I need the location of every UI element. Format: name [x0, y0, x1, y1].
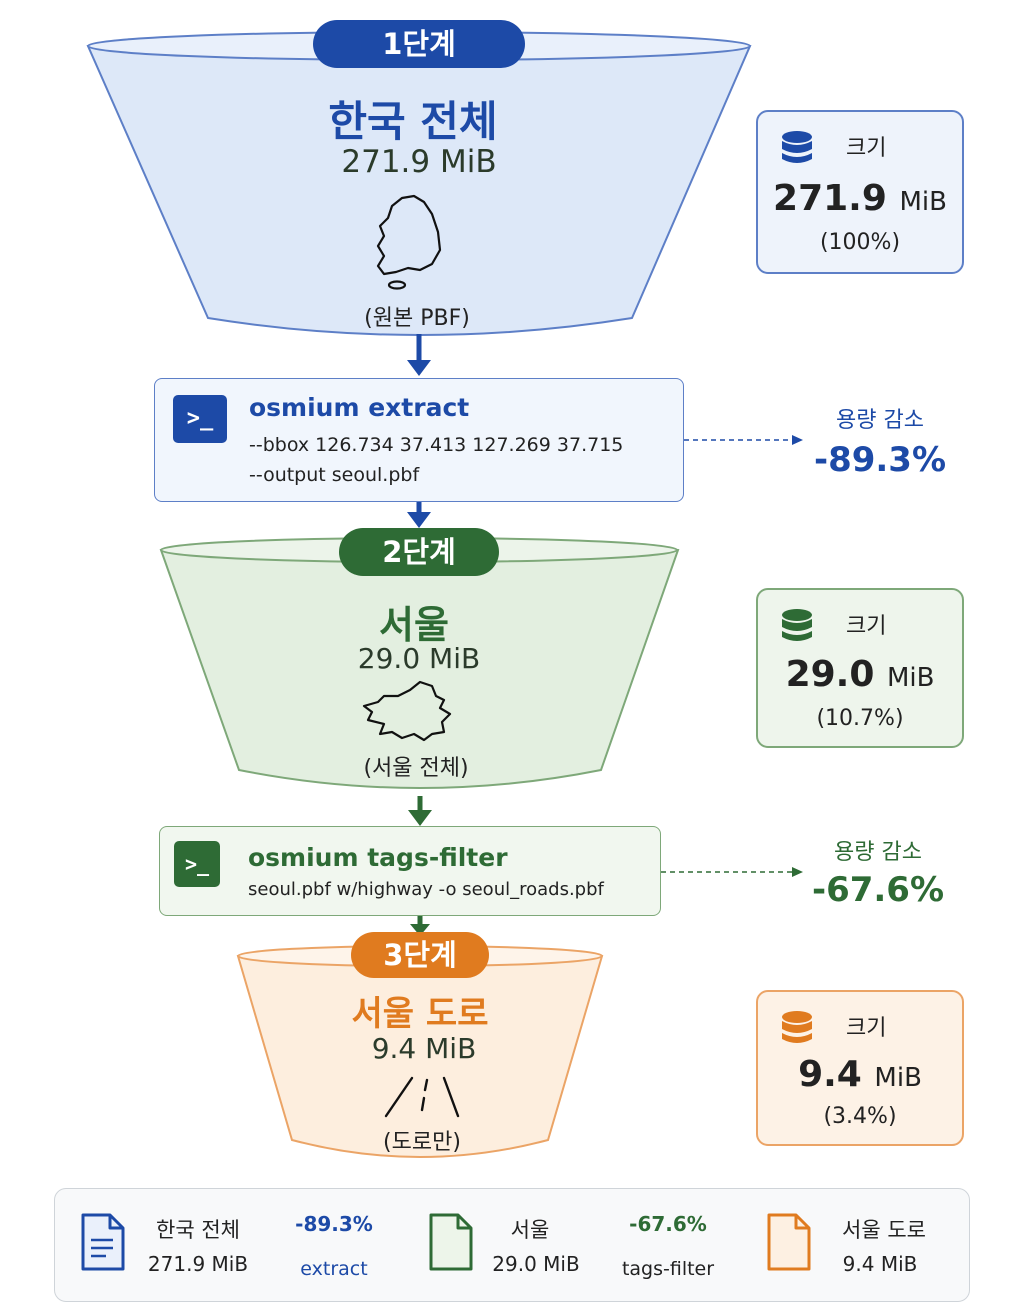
command-line-1: --bbox 126.734 37.413 127.269 37.715: [249, 434, 624, 456]
summary-step-2-percent: -67.6%: [629, 1212, 707, 1236]
size-unit: MiB: [886, 663, 935, 693]
summary-file-3-name: 서울 도로: [842, 1218, 926, 1242]
reduction-value-2: -67.6%: [811, 870, 945, 910]
size-value: 29.0 MiB: [758, 654, 962, 695]
summary-file-1-name: 한국 전체: [156, 1218, 240, 1242]
size-percent: (100%): [819, 230, 901, 255]
stage-3-size: 9.4 MiB: [371, 1032, 477, 1065]
flow-arrow-1: [407, 334, 431, 376]
document-icon: [767, 1213, 811, 1271]
size-number: 9.4: [798, 1054, 862, 1095]
size-box-stage-2: 크기 29.0 MiB (10.7%): [756, 588, 964, 748]
size-label: 크기: [846, 136, 887, 161]
terminal-icon: >_: [173, 395, 227, 443]
command-title: osmium tags-filter: [248, 843, 508, 872]
stage-3-caption: (도로만): [383, 1130, 461, 1155]
summary-bar: [54, 1188, 970, 1302]
road-icon: [384, 1076, 460, 1118]
database-icon: [782, 1011, 812, 1043]
size-number: 29.0: [785, 654, 875, 695]
stage-3-title: 서울 도로: [351, 994, 489, 1034]
size-label: 크기: [846, 614, 887, 639]
size-percent: (3.4%): [823, 1104, 897, 1129]
size-label: 크기: [846, 1016, 887, 1041]
seoul-map-icon: [362, 680, 452, 742]
stage-2-caption: (서울 전체): [363, 756, 469, 781]
terminal-icon: >_: [174, 841, 220, 887]
summary-file-3-size: 9.4 MiB: [842, 1252, 918, 1276]
stage-1-pill: 1단계: [313, 20, 525, 68]
command-title: osmium extract: [249, 393, 470, 422]
document-icon: [429, 1213, 473, 1271]
size-unit: MiB: [874, 1063, 922, 1093]
reduction-arrow-2: [661, 867, 803, 877]
size-value: 271.9 MiB: [758, 178, 962, 219]
flow-arrow-2: [407, 502, 431, 528]
stage-3-pill: 3단계: [351, 932, 489, 978]
command-box-tags-filter: >_ osmium tags-filter seoul.pbf w/highwa…: [159, 826, 661, 916]
database-icon: [782, 609, 812, 641]
size-number: 271.9: [773, 178, 887, 219]
summary-step-1-percent: -89.3%: [295, 1212, 373, 1236]
stage-2-pill: 2단계: [339, 528, 499, 576]
size-box-stage-1: 크기 271.9 MiB (100%): [756, 110, 964, 274]
summary-file-2-size: 29.0 MiB: [492, 1252, 580, 1276]
stage-1-title: 한국 전체: [328, 97, 498, 146]
summary-file-2-name: 서울: [510, 1218, 550, 1242]
korea-map-icon: [376, 194, 442, 290]
document-icon: [81, 1213, 125, 1271]
stage-2-size: 29.0 MiB: [357, 642, 481, 675]
reduction-label-1: 용량 감소: [836, 408, 924, 433]
summary-file-1-size: 271.9 MiB: [147, 1252, 249, 1276]
size-percent: (10.7%): [816, 706, 904, 731]
flow-arrow-4: [410, 916, 430, 936]
stage-1-size: 271.9 MiB: [341, 144, 497, 180]
reduction-arrow-1: [684, 435, 803, 445]
command-box-extract: >_ osmium extract --bbox 126.734 37.413 …: [154, 378, 684, 502]
summary-step-1-tool: extract: [300, 1258, 368, 1280]
command-line-1: seoul.pbf w/highway -o seoul_roads.pbf: [248, 879, 604, 900]
stage-2-title: 서울: [379, 603, 449, 647]
size-unit: MiB: [899, 187, 947, 217]
size-value: 9.4 MiB: [758, 1054, 962, 1095]
size-box-stage-3: 크기 9.4 MiB (3.4%): [756, 990, 964, 1146]
funnel-stage-3: [236, 945, 604, 1158]
reduction-value-1: -89.3%: [813, 440, 947, 480]
reduction-label-2: 용량 감소: [834, 840, 922, 865]
summary-step-2-tool: tags-filter: [621, 1258, 715, 1280]
command-line-2: --output seoul.pbf: [249, 464, 420, 486]
flow-arrow-3: [408, 796, 432, 826]
stage-1-caption: (원본 PBF): [364, 306, 470, 331]
database-icon: [782, 131, 812, 163]
funnel-stage-1: [86, 31, 752, 336]
